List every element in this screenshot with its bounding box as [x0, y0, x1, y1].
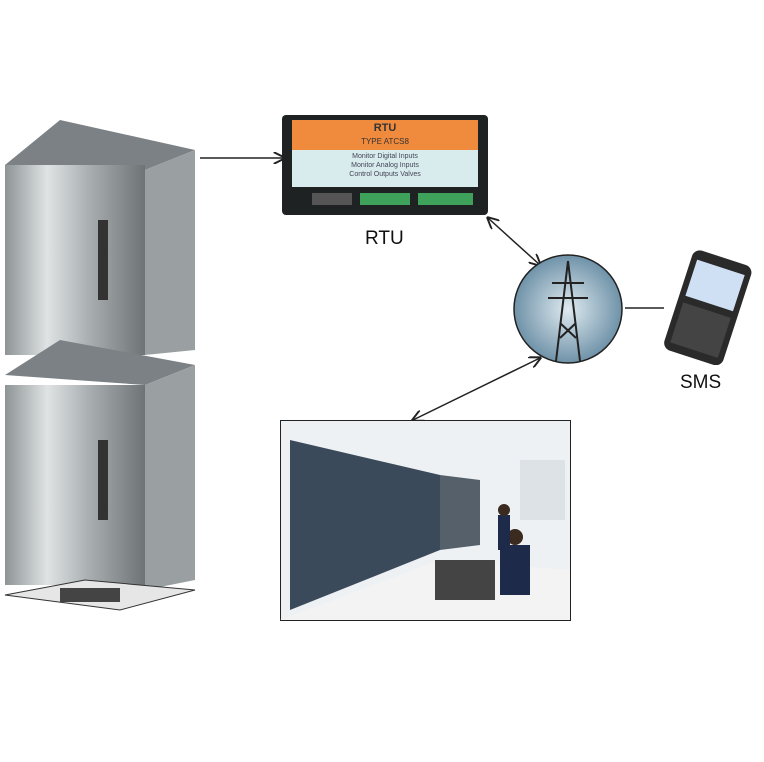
mobile-phone-icon [664, 250, 752, 365]
rtu-line: Monitor Analog Inputs [351, 162, 419, 169]
rtu-device: RTU TYPE ATCS8 Monitor Digital Inputs Mo… [282, 115, 488, 215]
rtu-device-type: TYPE ATCS8 [361, 137, 409, 146]
arrow-tower-control-room [413, 358, 540, 420]
operator [500, 545, 530, 595]
rtu-label: RTU [365, 228, 404, 249]
transmission-tower-icon [513, 254, 623, 364]
rtu-line: Monitor Digital Inputs [352, 153, 418, 160]
terminal-block [418, 193, 473, 205]
terminal-block [312, 193, 352, 205]
arrow-rtu-tower [488, 218, 540, 265]
elevator-illustration [4, 120, 196, 611]
rtu-line: Control Outputs Valves [349, 171, 421, 178]
sms-label: SMS [680, 372, 722, 393]
rtu-device-title: RTU [373, 122, 397, 134]
control-room-photo [280, 420, 571, 621]
terminal-block [360, 193, 410, 205]
